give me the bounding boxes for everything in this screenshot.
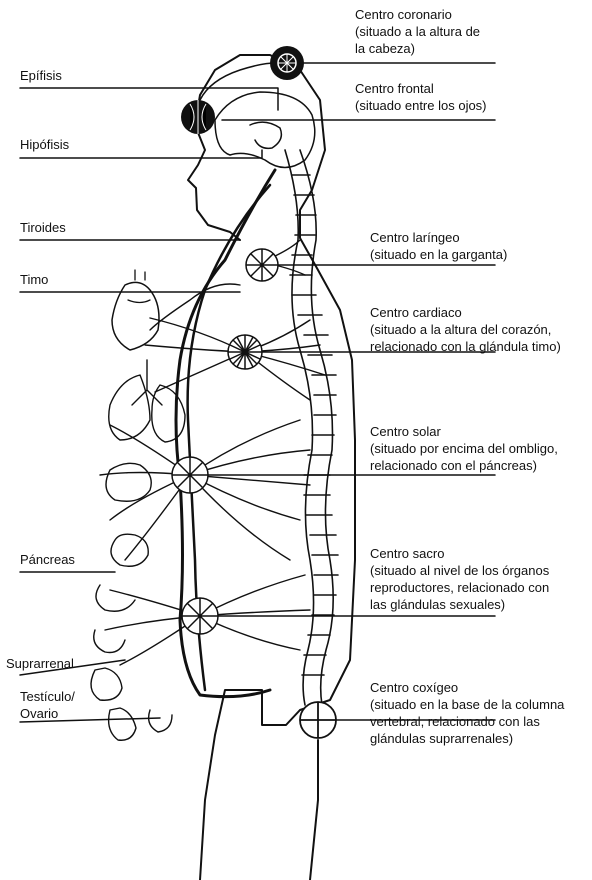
center-label-coxigeo: Centro coxígeo (situado en la base de la… <box>370 679 564 747</box>
center-label-sacro: Centro sacro (situado al nivel de los ór… <box>370 545 549 613</box>
center-label-frontal: Centro frontal (situado entre los ojos) <box>355 80 487 114</box>
centro-laringeo-symbol <box>246 249 278 281</box>
kidney-outline <box>91 668 122 700</box>
testicle-outline <box>109 708 172 740</box>
brain-outline <box>215 92 315 168</box>
center-label-laringeo: Centro laríngeo (situado en la garganta) <box>370 229 507 263</box>
gland-label-epifisis: Epífisis <box>20 67 62 84</box>
center-leader-lines <box>190 63 495 720</box>
centro-sacro-symbol <box>182 598 218 634</box>
center-label-coronario: Centro coronario (situado a la altura de… <box>355 6 480 57</box>
center-label-solar: Centro solar (situado por encima del omb… <box>370 423 558 474</box>
centro-coronario-symbol <box>270 46 304 80</box>
center-label-cardiaco: Centro cardiaco (situado a la altura del… <box>370 304 561 355</box>
gland-label-timo: Timo <box>20 271 48 288</box>
gland-label-suprarrenal: Suprarrenal <box>6 655 74 672</box>
gland-label-pancreas: Páncreas <box>20 551 75 568</box>
gland-label-tiroides: Tiroides <box>20 219 66 236</box>
centro-coxigeo-symbol <box>300 702 336 738</box>
gland-label-testiculo-ovario: Testículo/ Ovario <box>20 688 75 722</box>
stomach-outline <box>106 463 151 501</box>
centro-solar-symbol <box>172 457 208 493</box>
body-lower-right <box>310 740 318 880</box>
spinal-column <box>285 150 338 705</box>
centro-cardiaco-symbol <box>228 335 262 369</box>
gland-label-hipofisis: Hipófisis <box>20 136 69 153</box>
centro-frontal-symbol <box>181 100 215 134</box>
